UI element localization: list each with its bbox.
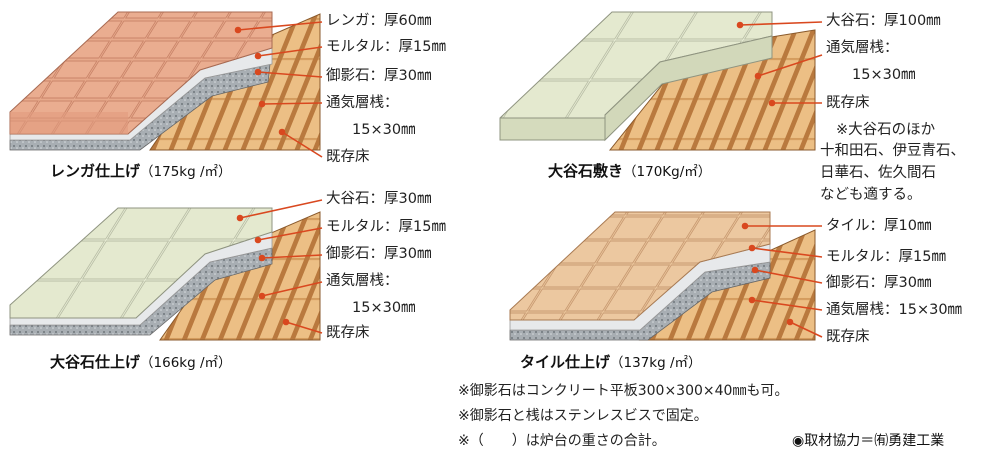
label-mortar-thickness: モルタル：厚15㎜	[326, 219, 446, 235]
panel-ooya-paving	[499, 11, 816, 151]
label-existing-floor: 既存床	[326, 149, 370, 165]
caption-ooya-paving: 大谷石敷き（170Kg/㎡）	[548, 164, 711, 180]
caption-brick: レンガ仕上げ（175kg /㎡）	[50, 164, 232, 180]
existing-floor	[159, 211, 321, 341]
ooya-front-face	[499, 117, 606, 141]
tile-surface	[509, 211, 771, 321]
caption-ooya-paving-title: 大谷石敷き	[548, 162, 624, 180]
label-mortar-thickness: モルタル：厚15㎜	[826, 249, 946, 265]
panel-brick	[9, 11, 321, 151]
label-granite-thickness: 御影石：厚30㎜	[326, 246, 432, 262]
caption-tile-weight: （137kg /㎡）	[610, 355, 702, 371]
label-ventilation-batten: 通気層桟：15×30㎜	[826, 302, 963, 318]
label-ooya-thickness: 大谷石：厚100㎜	[826, 13, 941, 29]
label-granite-thickness: 御影石：厚30㎜	[826, 275, 932, 291]
label-ventilation-batten: 通気層桟：	[826, 40, 899, 56]
label-brick-thickness: レンガ：厚60㎜	[326, 13, 432, 29]
panel-tile	[509, 211, 816, 341]
label-tile-thickness: タイル：厚10㎜	[826, 218, 932, 234]
footnote-stainless-screws: ※御影石と桟はステンレスビスで固定。	[458, 408, 708, 424]
caption-ooya-finish-weight: （166kg /㎡）	[140, 355, 232, 371]
note-alt-stones-1: ※大谷石のほか	[836, 122, 936, 138]
ooya-surface	[9, 207, 273, 319]
caption-tile-title: タイル仕上げ	[520, 353, 611, 371]
label-ventilation-batten: 通気層桟：	[326, 273, 399, 289]
caption-tile: タイル仕上げ（137kg /㎡）	[520, 355, 702, 371]
label-existing-floor: 既存床	[826, 329, 870, 345]
caption-ooya-finish: 大谷石仕上げ（166kg /㎡）	[50, 355, 232, 371]
note-alt-stones-3: 日華石、佐久間石	[820, 165, 936, 181]
label-ooya-thickness: 大谷石：厚30㎜	[326, 191, 432, 207]
credit: ◉取材協力＝㈲勇建工業	[792, 433, 945, 449]
label-batten-size: 15×30㎜	[352, 122, 416, 138]
footnote-weight-total: ※（ ）は炉台の重さの合計。	[458, 433, 666, 449]
label-mortar-thickness: モルタル：厚15㎜	[326, 39, 446, 55]
caption-brick-weight: （175kg /㎡）	[140, 164, 232, 180]
caption-ooya-paving-weight: （170Kg/㎡）	[623, 164, 712, 180]
brick-front-face	[10, 112, 128, 134]
label-batten-size: 15×30㎜	[352, 300, 416, 316]
label-existing-floor: 既存床	[826, 95, 870, 111]
caption-brick-title: レンガ仕上げ	[50, 162, 141, 180]
ooya-side-face	[604, 35, 773, 142]
note-alt-stones-4: なども適する。	[820, 187, 922, 203]
panel-ooya-finish	[9, 207, 321, 341]
note-alt-stones-2: 十和田石、伊豆青石、	[820, 143, 965, 159]
leader-lines	[234, 21, 823, 338]
label-existing-floor: 既存床	[326, 325, 370, 341]
label-batten-size: 15×30㎜	[852, 67, 916, 83]
footnote-granite-alternative: ※御影石はコンクリート平板300×300×40㎜も可。	[458, 383, 789, 399]
caption-ooya-finish-title: 大谷石仕上げ	[50, 353, 141, 371]
label-granite-thickness: 御影石：厚30㎜	[326, 68, 432, 84]
label-ventilation-batten: 通気層桟：	[326, 95, 399, 111]
